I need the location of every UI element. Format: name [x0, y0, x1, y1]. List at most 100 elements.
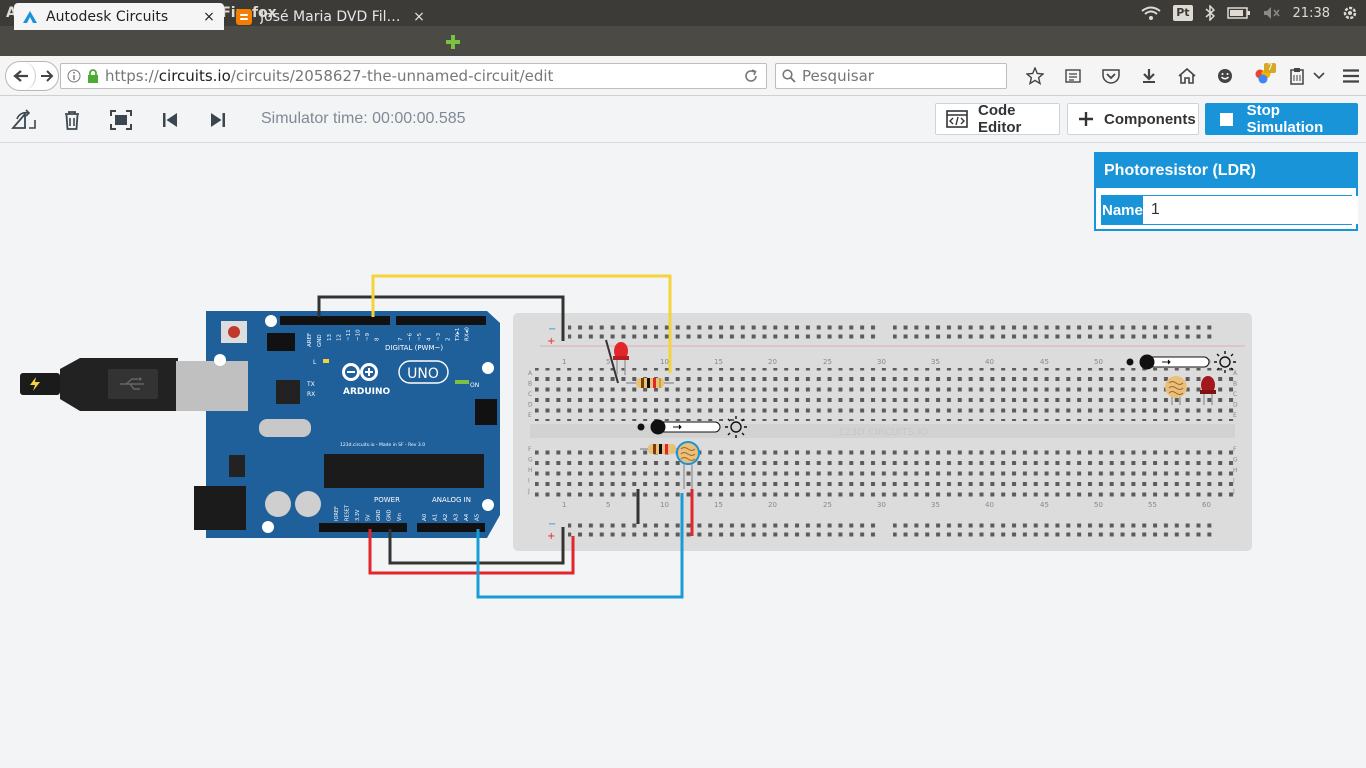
wire-5v-red[interactable] [368, 529, 575, 575]
analog-pin-label: A0 [422, 513, 428, 521]
row-letter: D [1233, 402, 1238, 409]
inspector-title: Photoresistor (LDR) [1096, 154, 1356, 188]
light-slider-2[interactable] [1126, 351, 1237, 373]
terminal-strip-top[interactable] [535, 368, 1235, 421]
usb-cable-plug[interactable] [20, 373, 60, 395]
back-button[interactable] [6, 61, 36, 91]
stop-simulation-button[interactable]: Stop Simulation [1205, 102, 1358, 136]
power-header[interactable] [319, 523, 407, 532]
wire-pin9-yellow[interactable] [371, 274, 672, 373]
row-letter: G [528, 457, 533, 464]
top-power-rail-right[interactable] [893, 323, 1213, 341]
analog-header[interactable] [417, 523, 485, 532]
step-forward-button[interactable] [205, 107, 231, 133]
keyboard-layout-indicator[interactable]: Pt [1173, 5, 1193, 21]
url-text[interactable]: https://circuits.io/circuits/2058627-the… [105, 67, 554, 85]
terminal-strip-bottom[interactable] [535, 444, 1235, 497]
analog-pin-label: A1 [433, 514, 439, 521]
digital-pin-label: ~5 [417, 332, 423, 341]
bottom-power-rail-right[interactable] [893, 521, 1213, 539]
digital-header-right[interactable] [396, 316, 486, 325]
system-tray: Pt 21:38 [1141, 0, 1358, 26]
addon-button[interactable]: 7 [1244, 63, 1282, 85]
menu-button[interactable] [1326, 68, 1366, 84]
home-button[interactable] [1168, 68, 1206, 84]
lock-icon[interactable] [87, 69, 99, 83]
name-label: Name [1102, 196, 1143, 224]
system-gear-icon[interactable] [1342, 5, 1358, 21]
battery-icon[interactable] [1226, 6, 1251, 20]
tab-close-button[interactable]: × [203, 8, 215, 25]
info-icon[interactable] [67, 69, 81, 83]
clipboard-addon-button[interactable] [1282, 67, 1312, 85]
rotate-button[interactable] [11, 107, 37, 133]
addon-dropdown-button[interactable] [1312, 72, 1326, 80]
component-name-input[interactable] [1142, 196, 1358, 224]
row-letter: H [1233, 467, 1238, 474]
column-number: 45 [1040, 501, 1049, 509]
top-power-rail[interactable] [568, 323, 880, 341]
red-led[interactable] [613, 342, 629, 375]
zoom-fit-button[interactable] [108, 107, 134, 133]
digital-pin-label: 2 [446, 338, 452, 342]
search-input[interactable] [802, 67, 992, 85]
wires[interactable] [317, 274, 694, 599]
tab-blogger[interactable]: José Maria DVD Fil… × [228, 3, 434, 30]
column-number: 25 [823, 501, 832, 509]
wire-gnd-black[interactable] [317, 295, 565, 341]
rail-plus-label: + [547, 336, 555, 347]
pocket-button[interactable] [1092, 68, 1130, 84]
bookmark-star-button[interactable] [1016, 67, 1054, 85]
bluetooth-icon[interactable] [1205, 5, 1215, 21]
search-bar[interactable] [775, 63, 1007, 89]
resistor[interactable] [626, 378, 674, 388]
column-number: 55 [1148, 501, 1157, 509]
arduino-uno-board[interactable]: ARDUINO UNO DIGITAL (PWM~) POWER ANALOG … [20, 311, 500, 538]
volume-muted-icon[interactable] [1263, 6, 1281, 20]
downloads-button[interactable] [1130, 68, 1168, 84]
column-number: 10 [660, 358, 669, 366]
tab-close-button[interactable]: × [413, 8, 425, 25]
capacitor [295, 491, 321, 517]
column-number: 40 [985, 358, 994, 366]
trash-icon [65, 111, 79, 130]
hello-chat-button[interactable] [1206, 68, 1244, 84]
clock[interactable]: 21:38 [1292, 5, 1330, 21]
delete-button[interactable] [59, 107, 85, 133]
wifi-icon[interactable] [1141, 6, 1161, 20]
bottom-power-rail[interactable] [568, 521, 880, 539]
forward-button[interactable] [36, 69, 58, 83]
addon-colorful-icon [1255, 69, 1271, 84]
tab-autodesk-circuits[interactable]: Autodesk Circuits × [14, 3, 224, 30]
wire-a5-blue[interactable] [476, 493, 684, 599]
resistor[interactable] [640, 444, 688, 454]
led-lead-wire[interactable] [605, 339, 619, 384]
column-number: 35 [931, 358, 940, 366]
column-number: 50 [1094, 501, 1103, 509]
reload-icon[interactable] [742, 67, 760, 85]
light-slider-1[interactable] [637, 416, 748, 438]
stop-simulation-label: Stop Simulation [1246, 102, 1324, 136]
row-letter: E [528, 412, 532, 419]
reading-list-button[interactable] [1054, 68, 1092, 84]
tab-strip [0, 26, 1366, 56]
column-number: 5 [606, 358, 610, 366]
step-back-button[interactable] [157, 107, 183, 133]
row-letter: J [527, 488, 530, 495]
board-credit: 123d.circuits.io - Made in SF - Rev 3.0 [340, 442, 425, 448]
digital-header-left[interactable] [280, 316, 390, 325]
components-button[interactable]: Components [1067, 103, 1199, 135]
column-number: 10 [660, 501, 669, 509]
new-tab-plus-icon[interactable] [444, 33, 462, 51]
dark-red-led[interactable] [1200, 376, 1216, 405]
photoresistor-ldr-selected[interactable] [676, 441, 700, 489]
photoresistor-ldr-2[interactable] [1165, 376, 1187, 405]
url-bar[interactable]: https://circuits.io/circuits/2058627-the… [60, 63, 767, 89]
row-letter: F [1233, 446, 1237, 453]
search-icon [782, 69, 796, 83]
code-editor-button[interactable]: Code Editor [935, 102, 1060, 136]
